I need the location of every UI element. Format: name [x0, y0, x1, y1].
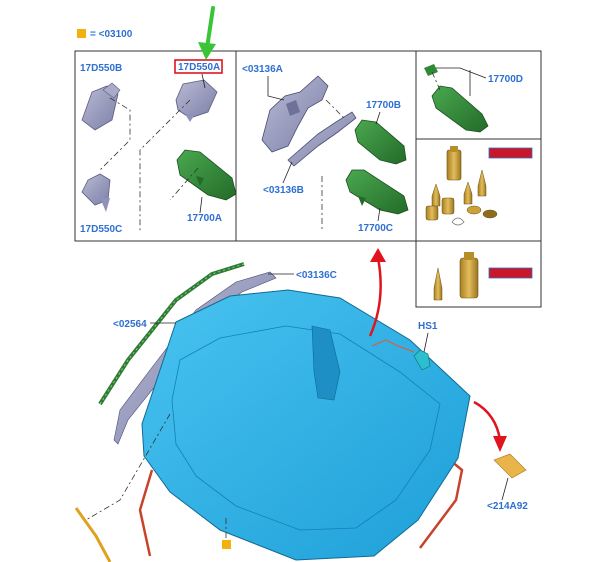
- leader-line: [267, 76, 285, 101]
- leader-line: [377, 207, 381, 222]
- leader-line: [501, 477, 509, 501]
- label-17D550B[interactable]: 17D550B: [80, 63, 122, 74]
- label-03136B[interactable]: <03136B: [263, 185, 304, 196]
- mirror-cover-17D550B[interactable]: [81, 82, 121, 131]
- legend-text: = <03100: [90, 29, 133, 40]
- kit-marker-swatch: [222, 540, 231, 549]
- mirror-cover-17D550A[interactable]: [175, 79, 218, 122]
- label-03136A[interactable]: <03136A: [242, 64, 283, 75]
- label-HS1[interactable]: HS1: [418, 321, 438, 332]
- red-curved-arrow-icon: [368, 248, 386, 337]
- leader-line: [199, 196, 203, 214]
- label-17D550C[interactable]: 17D550C: [80, 224, 122, 235]
- trim-03136C[interactable]: [113, 271, 277, 445]
- leader-line: [201, 73, 206, 89]
- mirror-cover-17D550C[interactable]: [81, 173, 111, 212]
- dash-line: [431, 71, 441, 91]
- label-214A92[interactable]: <214A92: [487, 501, 528, 512]
- adhesive-kit-b[interactable]: [433, 252, 479, 301]
- dash-line: [85, 413, 171, 521]
- wire-harness: [371, 339, 415, 353]
- sensor-HS1[interactable]: [413, 349, 431, 371]
- leader-line: [375, 111, 381, 125]
- highlight-label-kit-a[interactable]: [488, 147, 533, 159]
- bracket-03136B[interactable]: [287, 111, 357, 167]
- highlight-box-17D550A: [174, 59, 223, 74]
- label-03136C[interactable]: <03136C: [296, 270, 337, 281]
- highlight-label-kit-b[interactable]: [488, 267, 533, 279]
- legend: = <03100: [77, 29, 133, 40]
- label-02564[interactable]: <02564: [113, 319, 147, 330]
- windshield-glass[interactable]: [141, 289, 471, 561]
- panel-boxes: [74, 50, 542, 308]
- dash-line: [325, 99, 347, 121]
- legend-swatch: [77, 29, 86, 38]
- mirror-17700C[interactable]: [345, 169, 409, 215]
- part-214A92[interactable]: [493, 453, 527, 479]
- mirror-17700D[interactable]: [424, 64, 489, 133]
- label-17700A[interactable]: 17700A: [187, 213, 222, 224]
- label-17700D[interactable]: 17700D: [488, 74, 523, 85]
- dash-line: [139, 99, 191, 232]
- dash-line: [99, 97, 131, 171]
- red-curved-arrow-icon: [473, 400, 507, 452]
- label-17700C[interactable]: 17700C: [358, 223, 393, 234]
- leader-line: [436, 67, 487, 79]
- bracket-03136A[interactable]: [261, 75, 329, 153]
- moulding-02564[interactable]: [98, 262, 245, 406]
- windshield-seal[interactable]: [74, 507, 112, 562]
- leader-line: [423, 332, 429, 353]
- adhesive-kit-a[interactable]: [425, 146, 498, 226]
- green-down-arrow-icon: [198, 6, 216, 60]
- leader-line: [282, 161, 293, 184]
- panel-kit-b: [415, 240, 542, 308]
- label-17700B[interactable]: 17700B: [366, 100, 401, 111]
- mirror-17700B[interactable]: [354, 119, 407, 165]
- label-17D550A[interactable]: 17D550A: [178, 62, 220, 73]
- mirror-17700A[interactable]: [176, 149, 237, 201]
